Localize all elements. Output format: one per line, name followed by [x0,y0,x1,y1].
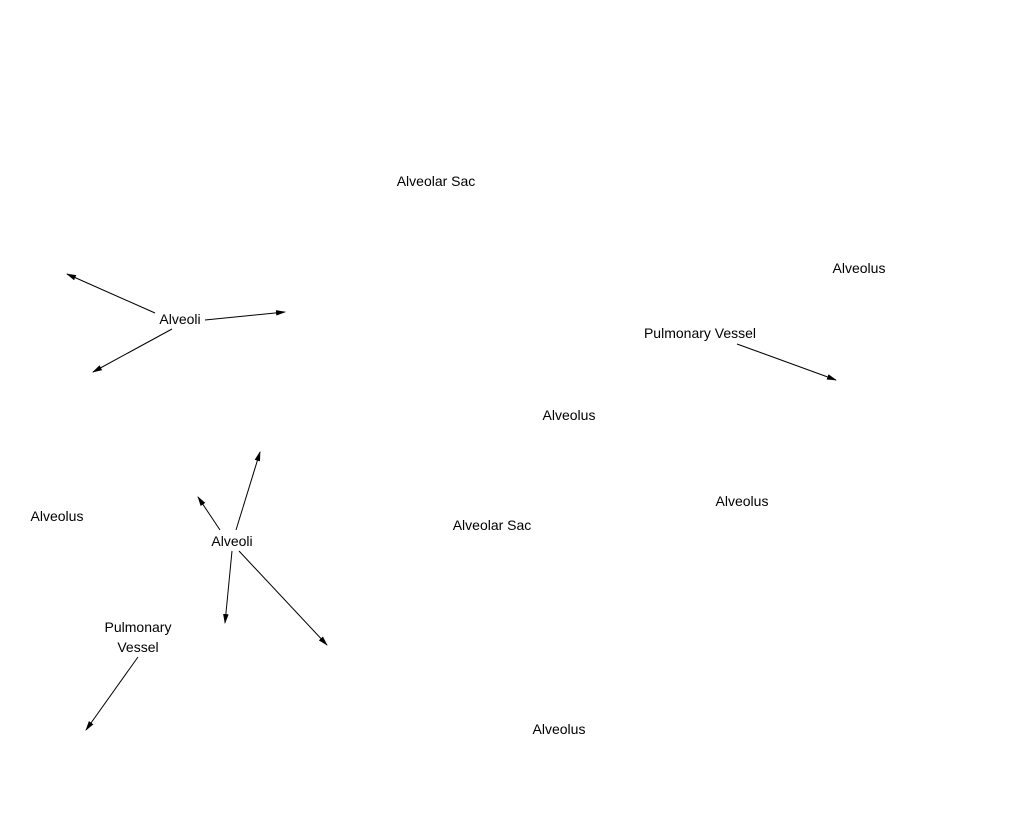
pulmonary-vessel-label-left: Pulmonary Vessel [105,617,172,657]
alveoli-upper-arrow-up-left [66,273,156,314]
pulmonary-vessel-label-left-line1: Pulmonary [104,619,172,635]
alveoli-label-upper: Alveoli [159,311,201,327]
alveolus-label-left: Alveolus [30,508,84,524]
alveolus-label-right-mid: Alveolus [715,493,769,509]
alveoli-upper-arrow-right [204,310,286,321]
alveoli-label-lower: Alveoli [211,533,253,549]
alveolus-label-center: Alveolus [542,407,596,423]
alveoli-lower-arrow-up-left [197,496,221,531]
alveolar-sac-label-mid: Alveolar Sac [452,517,532,533]
pulmonary-vessel-label-right: Pulmonary Vessel [643,325,757,341]
pulmonary-vessel-right-arrow [736,343,837,381]
alveoli-lower-arrow-down [223,550,233,624]
pulmonary-vessel-left-arrow [85,656,139,731]
alveoli-lower-arrow-up [235,451,261,531]
alveolus-label-top-right: Alveolus [832,260,886,276]
alveolar-sac-label-top: Alveolar Sac [396,173,476,189]
alveoli-lower-arrow-down-right [238,550,328,646]
pulmonary-vessel-label-left-line2: Vessel [117,639,159,655]
alveoli-upper-arrow-down-left [92,328,173,373]
alveolus-label-bottom: Alveolus [532,721,586,737]
